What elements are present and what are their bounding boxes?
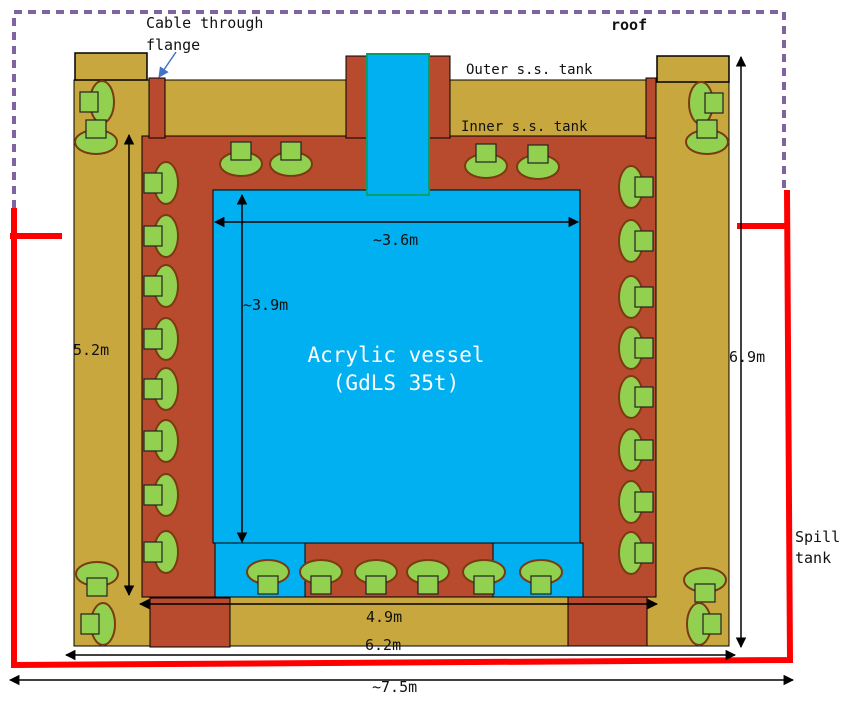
left-cable-pipe <box>148 77 166 139</box>
cable-label-line2: flange <box>146 36 200 54</box>
vessel-label-line1: Acrylic vessel <box>307 343 484 367</box>
pmt <box>219 141 263 177</box>
vessel-width-label: ~3.6m <box>373 231 418 249</box>
pmt <box>246 559 290 595</box>
inner-height-label: 5.2m <box>73 341 109 359</box>
outer-tank-label: Outer s.s. tank <box>466 62 593 78</box>
pmt <box>683 567 727 603</box>
spill-label-line2: tank <box>795 549 831 567</box>
pmt <box>299 559 343 595</box>
cable-callout-arrow <box>158 51 177 78</box>
vessel-label-line2: (GdLS 35t) <box>333 371 459 395</box>
pmt <box>519 559 563 595</box>
pmt <box>143 317 179 361</box>
pmt <box>618 219 654 263</box>
pmt <box>464 143 508 179</box>
pmt <box>406 559 450 595</box>
pmt <box>143 530 179 574</box>
left-flange-pad <box>74 52 148 81</box>
pmt <box>462 559 506 595</box>
pmt <box>618 428 654 472</box>
vessel-chimney <box>366 53 430 196</box>
inner-tank-label: Inner s.s. tank <box>461 119 588 135</box>
pmt <box>686 602 722 646</box>
pmt <box>618 165 654 209</box>
pmt <box>618 275 654 319</box>
left-support <box>149 597 231 648</box>
spill-label-line1: Spill <box>795 528 840 546</box>
roof-outline <box>12 10 786 208</box>
pmt <box>143 214 179 258</box>
right-cable-pipe <box>645 77 657 139</box>
pmt <box>143 264 179 308</box>
pmt-array <box>74 80 729 646</box>
pmt <box>685 119 729 155</box>
pmt <box>143 367 179 411</box>
right-flange-pad <box>656 55 730 83</box>
inner-width-label: 4.9m <box>366 608 402 626</box>
pmt <box>75 561 119 597</box>
pmt <box>516 144 560 180</box>
pmt <box>618 326 654 370</box>
pmt <box>618 531 654 575</box>
acrylic-vessel <box>212 189 581 544</box>
pmt <box>269 141 313 177</box>
outer-width-label: 6.2m <box>365 636 401 654</box>
pmt <box>618 480 654 524</box>
pmt <box>143 161 179 205</box>
roof-label: roof <box>611 16 647 34</box>
cable-label-line1: Cable through <box>146 14 263 32</box>
overall-width-label: ~7.5m <box>372 678 417 696</box>
spill-tank <box>11 189 794 669</box>
pmt <box>354 559 398 595</box>
pmt <box>80 602 116 646</box>
vessel-height-label: ~3.9m <box>243 296 288 314</box>
pmt <box>143 473 179 517</box>
outer-height-label: 6.9m <box>729 348 765 366</box>
pmt <box>618 375 654 419</box>
pmt <box>143 419 179 463</box>
pmt <box>74 119 118 155</box>
